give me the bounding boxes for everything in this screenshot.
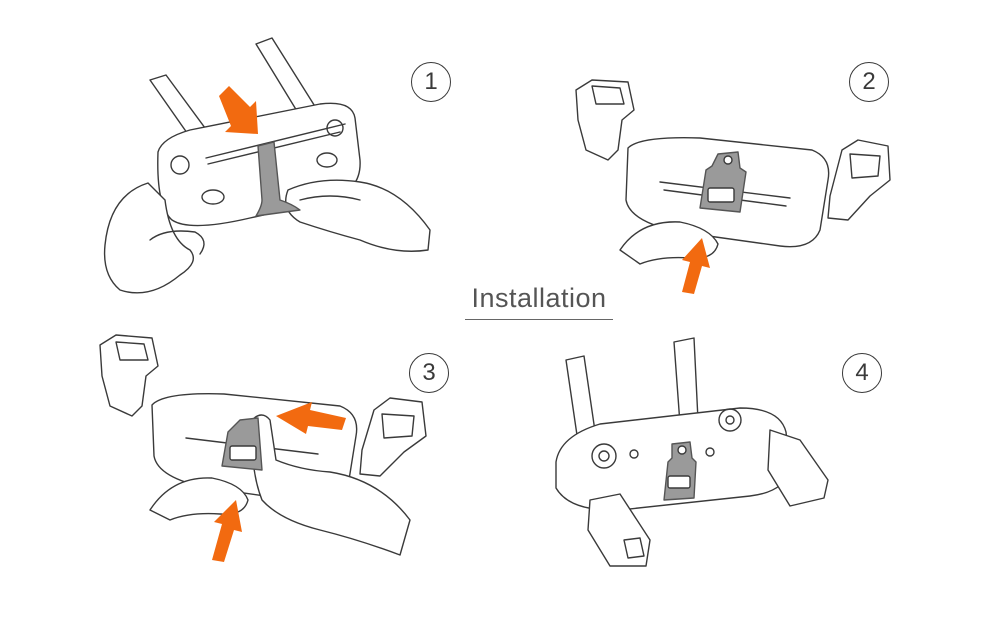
hand-right <box>251 414 411 556</box>
push-arrow-3a <box>212 500 242 562</box>
push-arrow-2 <box>682 238 710 294</box>
hand-left <box>103 182 205 294</box>
step-number-badge-4: 4 <box>842 353 882 393</box>
phone-holder-right <box>827 139 891 221</box>
step-3-illustration <box>99 334 427 562</box>
step-number-badge-1: 1 <box>411 62 451 102</box>
phone-holder-left <box>99 334 159 417</box>
hand-right <box>285 179 431 252</box>
phone-holder-left <box>575 79 635 161</box>
cable-clip <box>255 141 301 217</box>
antenna-right <box>673 337 699 425</box>
step-number: 1 <box>424 68 438 95</box>
step-number: 2 <box>862 68 876 95</box>
phone-holder-right <box>767 429 829 507</box>
antenna-right <box>255 37 317 117</box>
step-4-illustration <box>555 337 829 567</box>
phone-holder-left <box>587 493 651 567</box>
push-arrow-3b <box>276 402 346 434</box>
step-number: 3 <box>422 359 436 386</box>
step-number: 4 <box>855 359 869 386</box>
step-number-badge-3: 3 <box>409 353 449 393</box>
step-1-illustration <box>103 37 431 294</box>
step-2-illustration <box>575 79 891 294</box>
phone-holder-right <box>359 397 427 477</box>
push-arrow-1 <box>219 86 258 134</box>
title-underline <box>465 319 613 320</box>
cable-clip <box>221 417 263 471</box>
page-title: Installation <box>471 283 607 313</box>
cable-clip <box>699 151 747 213</box>
cable-clip <box>663 441 697 501</box>
step-number-badge-2: 2 <box>849 62 889 102</box>
hand-left <box>149 477 249 521</box>
